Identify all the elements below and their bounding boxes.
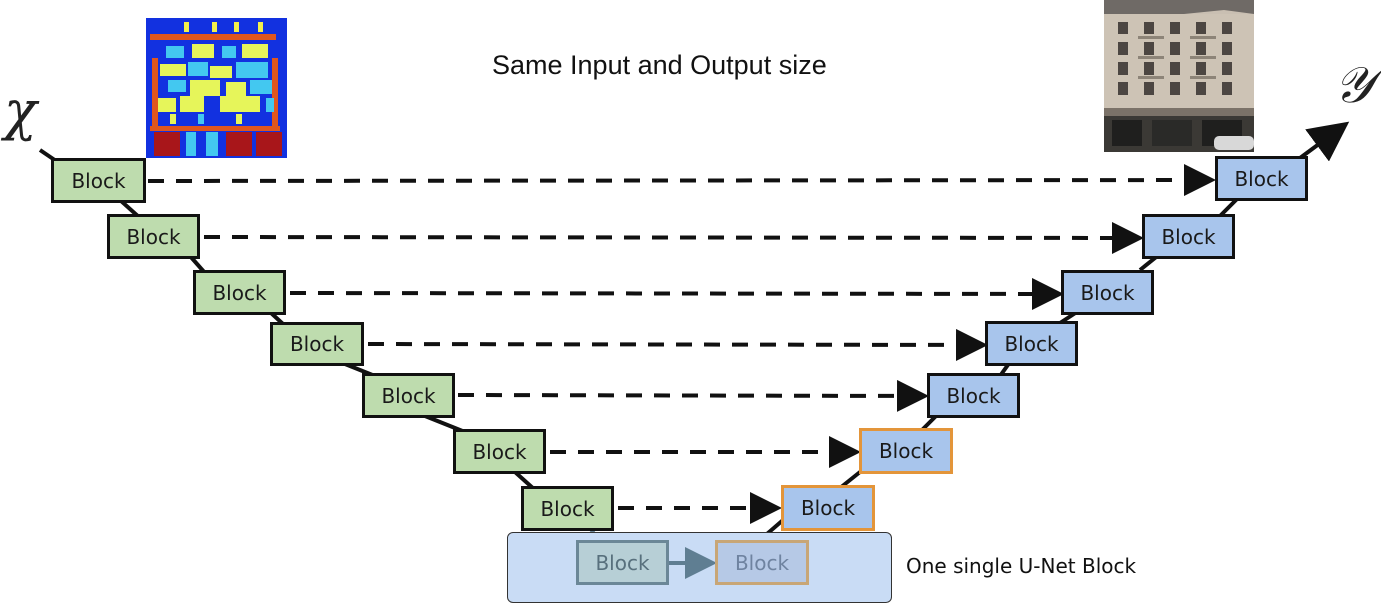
encoder-block-5: Block	[362, 373, 455, 418]
decoder-block-1: Block	[1215, 156, 1308, 201]
encoder-block-2: Block	[107, 214, 200, 259]
decoder-block-3: Block	[1061, 270, 1154, 315]
decoder-block-2: Block	[1142, 214, 1235, 259]
encoder-block-7: Block	[521, 486, 614, 531]
edge-output	[1298, 121, 1350, 162]
skip-5	[457, 379, 929, 412]
building-photo-icon	[1104, 0, 1254, 152]
skip-1	[147, 164, 1216, 197]
decoder-block-6: Block	[859, 428, 953, 474]
edge-dec-6	[1218, 196, 1240, 218]
skip-3	[289, 277, 1064, 310]
decoder-block-5: Block	[927, 373, 1020, 418]
encoder-block-1: Block	[51, 158, 146, 203]
layout-map-icon	[146, 18, 287, 158]
skip-4	[367, 328, 988, 361]
unet-block-panel	[507, 532, 892, 603]
encoder-block-6: Block	[453, 429, 546, 474]
encoder-block-3: Block	[193, 270, 286, 315]
decoder-block-7: Block	[781, 485, 875, 531]
skip-2	[203, 221, 1144, 254]
encoder-block-4: Block	[270, 322, 364, 366]
output-symbol: 𝒴	[1334, 56, 1374, 114]
decoder-block-4: Block	[985, 321, 1078, 366]
diagram-title: Same Input and Output size	[492, 50, 827, 80]
input-symbol: χ	[4, 79, 37, 142]
unet-block-note: One single U-Net Block	[906, 554, 1137, 578]
unet-block-left: Block	[576, 540, 669, 585]
unet-block-right: Block	[715, 540, 809, 585]
